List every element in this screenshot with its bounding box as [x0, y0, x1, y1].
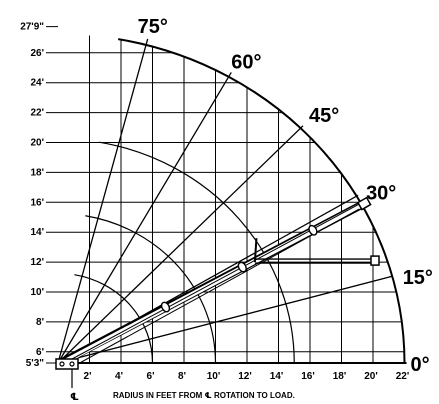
x-tick-label: 14' — [270, 371, 284, 382]
boom-centerline — [71, 202, 362, 360]
caption: RADIUS IN FEET FROM ℄ ROTATION TO LOAD. — [113, 391, 295, 400]
boom-tip — [356, 196, 372, 211]
reach-arc — [98, 141, 295, 364]
angle-ray-layer — [57, 38, 393, 364]
y-tick-label: 16' — [30, 197, 44, 208]
reach-arc — [85, 215, 217, 364]
x-tick-label: 6' — [147, 371, 155, 382]
y-tick-label: 27'9" — [20, 22, 44, 33]
angle-ray — [57, 125, 304, 364]
boom-lower-edge — [75, 208, 360, 366]
angle-ray — [57, 275, 393, 364]
y-tick-label: 14' — [30, 227, 44, 238]
base-pin — [69, 361, 75, 367]
y-tick-label: 12' — [30, 257, 44, 268]
grid-layer — [46, 26, 407, 364]
reach-arc — [74, 274, 154, 364]
x-tick-label: 10' — [207, 371, 221, 382]
x-tick-label: 4' — [115, 371, 123, 382]
y-tick-label: 6' — [36, 347, 44, 358]
angle-ray — [57, 38, 149, 364]
boom-joint — [308, 224, 318, 236]
base-pin — [59, 361, 65, 367]
outer-envelope-arc — [118, 38, 406, 364]
angle-ray — [57, 72, 232, 364]
angle-label: 0° — [411, 354, 430, 376]
angle-label: 60° — [231, 51, 261, 73]
angle-label: 30° — [366, 182, 396, 204]
boom-drawing — [55, 196, 380, 388]
boom-joint — [237, 261, 247, 273]
x-tick-label: 20' — [364, 371, 378, 382]
ram-link — [253, 238, 258, 263]
label-layer: 5'3"6'8'10'12'14'16'18'20'22'24'26'27'9"… — [20, 16, 433, 382]
x-tick-label: 16' — [301, 371, 315, 382]
angle-label: 45° — [309, 105, 339, 127]
ram-head — [370, 255, 380, 266]
y-tick-label: 10' — [30, 287, 44, 298]
x-tick-label: 12' — [238, 371, 252, 382]
y-tick-label: 5'3" — [26, 358, 45, 369]
y-tick-label: 20' — [30, 137, 44, 148]
boom-joint — [160, 301, 171, 313]
y-tick-label: 24' — [30, 78, 44, 89]
angle-label: 75° — [138, 16, 168, 38]
boom-base — [55, 358, 79, 370]
x-tick-label: 18' — [333, 371, 347, 382]
centerline-label: ℄ — [70, 392, 79, 403]
x-tick-label: 8' — [178, 371, 186, 382]
x-tick-label: 22' — [396, 371, 410, 382]
x-tick-label: 2' — [84, 371, 92, 382]
angle-label: 15° — [403, 267, 433, 289]
y-tick-label: 22' — [30, 108, 44, 119]
y-tick-label: 18' — [30, 167, 44, 178]
arc-layer — [74, 38, 406, 364]
y-tick-label: 8' — [36, 317, 44, 328]
y-tick-label: 26' — [30, 48, 44, 59]
